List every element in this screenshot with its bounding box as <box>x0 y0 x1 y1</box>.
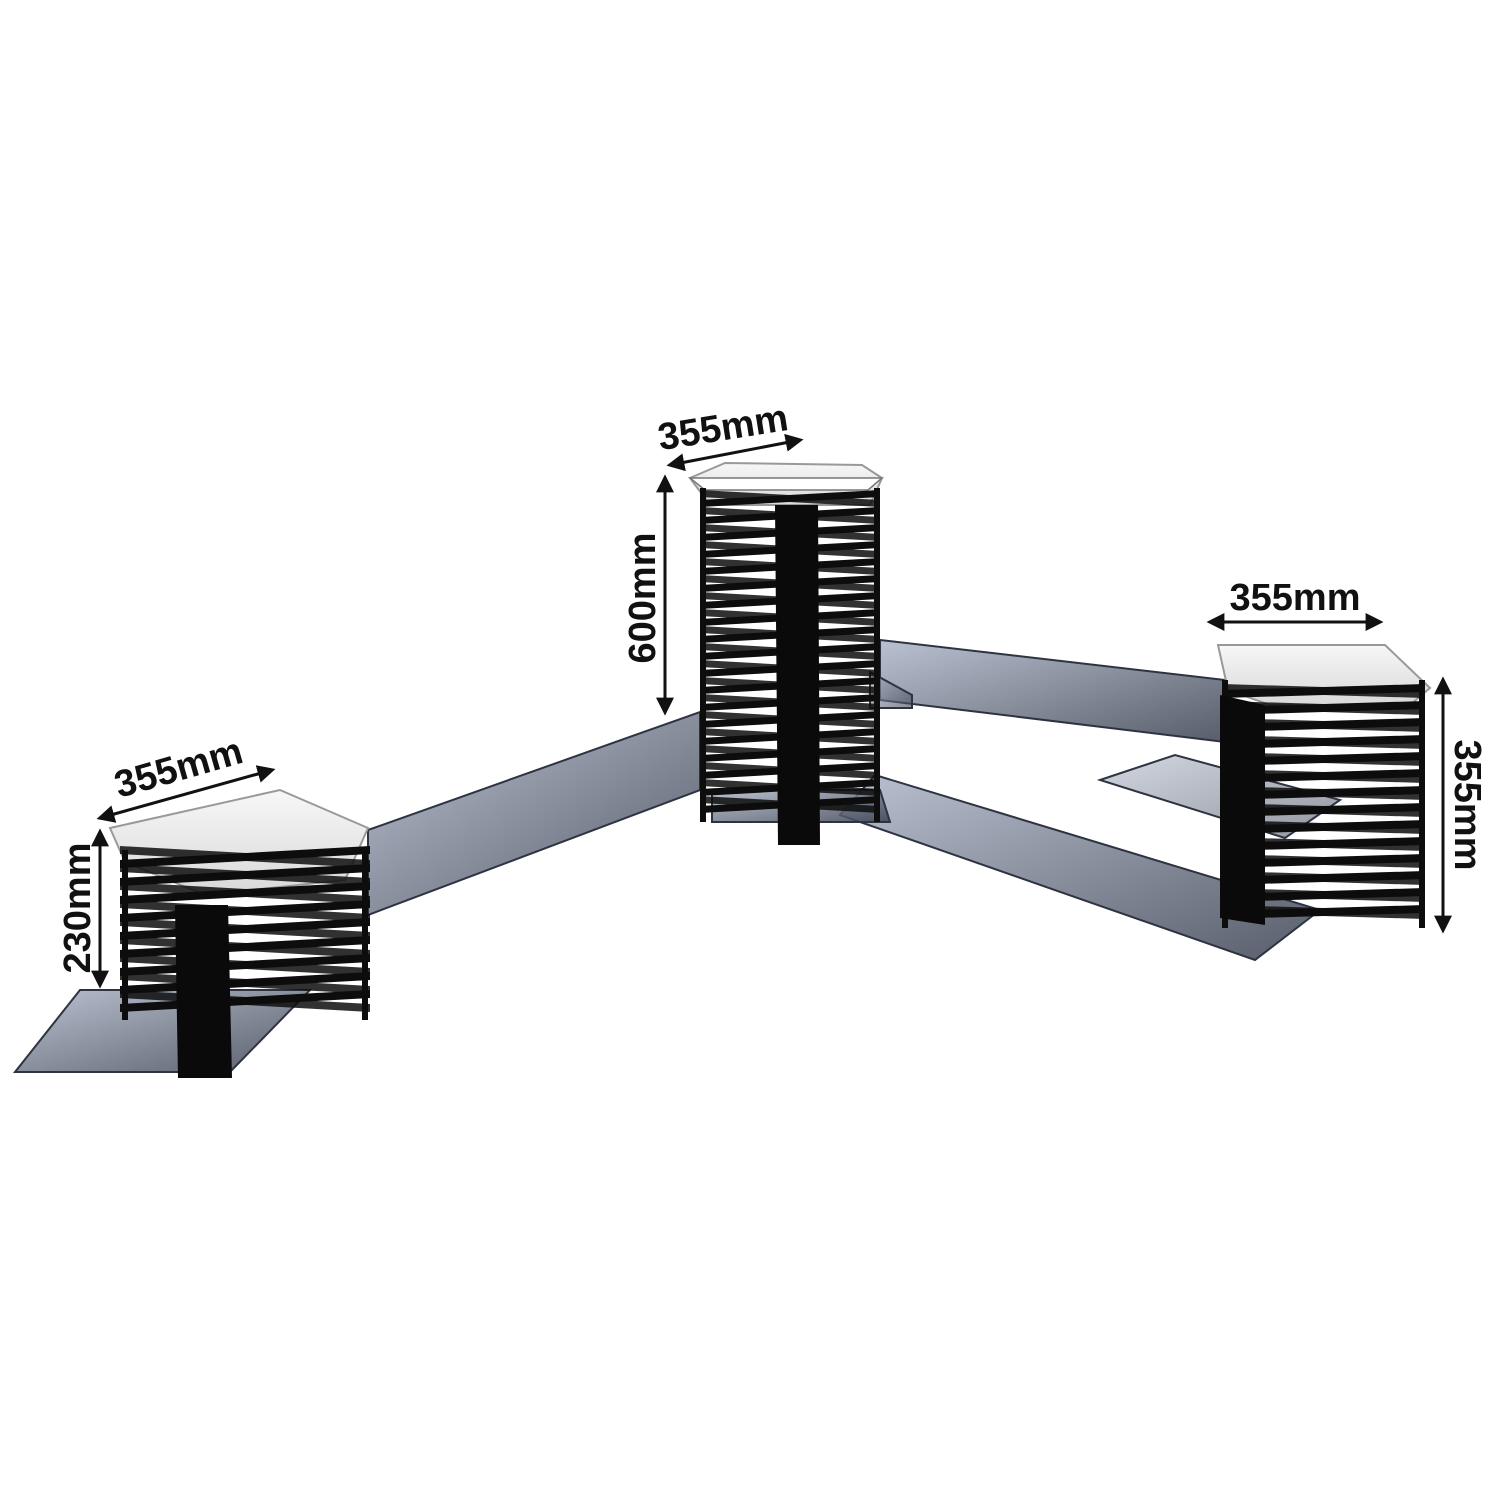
center-width-arrow <box>666 433 804 472</box>
frame-slat-cross <box>1222 684 1425 698</box>
right-width-label: 355mm <box>1230 577 1361 619</box>
frame-post <box>1419 680 1425 928</box>
frame-slat-cross <box>120 882 370 904</box>
left-frame-fin <box>175 905 232 1078</box>
frame-slat-cross <box>1222 803 1425 817</box>
frame-slat-cross <box>120 846 370 868</box>
frame-slat-cross <box>700 490 880 507</box>
frame-slat-cross <box>1222 786 1425 800</box>
left-height-label: 230mm <box>57 843 99 974</box>
frame-slat-cross <box>1222 701 1425 715</box>
frame-slat-cross <box>1222 854 1425 868</box>
dimension-lines <box>91 433 1452 989</box>
frame-post <box>122 850 128 1020</box>
center-height-label: 600mm <box>622 533 664 664</box>
frame-slat-cross <box>1222 837 1425 851</box>
frame-post <box>362 850 368 1020</box>
frame-slat-cross <box>1222 735 1425 749</box>
frame-slat-cross <box>1222 718 1425 732</box>
right-height-label: 355mm <box>1446 740 1488 871</box>
frame-slat-cross <box>1222 871 1425 885</box>
frame-slat-cross <box>1222 769 1425 783</box>
right-tower <box>1216 644 1432 928</box>
frame-slat-cross <box>1222 905 1425 919</box>
glass-shelf-right-upper <box>879 638 1226 744</box>
frame-post <box>874 488 880 822</box>
frame-slat-cross <box>1222 820 1425 834</box>
left-width-arrow <box>96 765 276 823</box>
center-tower <box>687 461 885 845</box>
frame-slat-cross <box>1222 752 1425 766</box>
glass-shelf-left-arm <box>367 710 701 917</box>
center-width-label: 355mm <box>655 397 791 459</box>
frame-post <box>700 488 706 822</box>
center-frame-fin <box>775 505 820 845</box>
right-frame-fin <box>1220 695 1265 925</box>
center-bowl-rim <box>687 477 885 491</box>
frame-slat-cross <box>1222 888 1425 902</box>
frame-slat-cross <box>120 864 370 886</box>
